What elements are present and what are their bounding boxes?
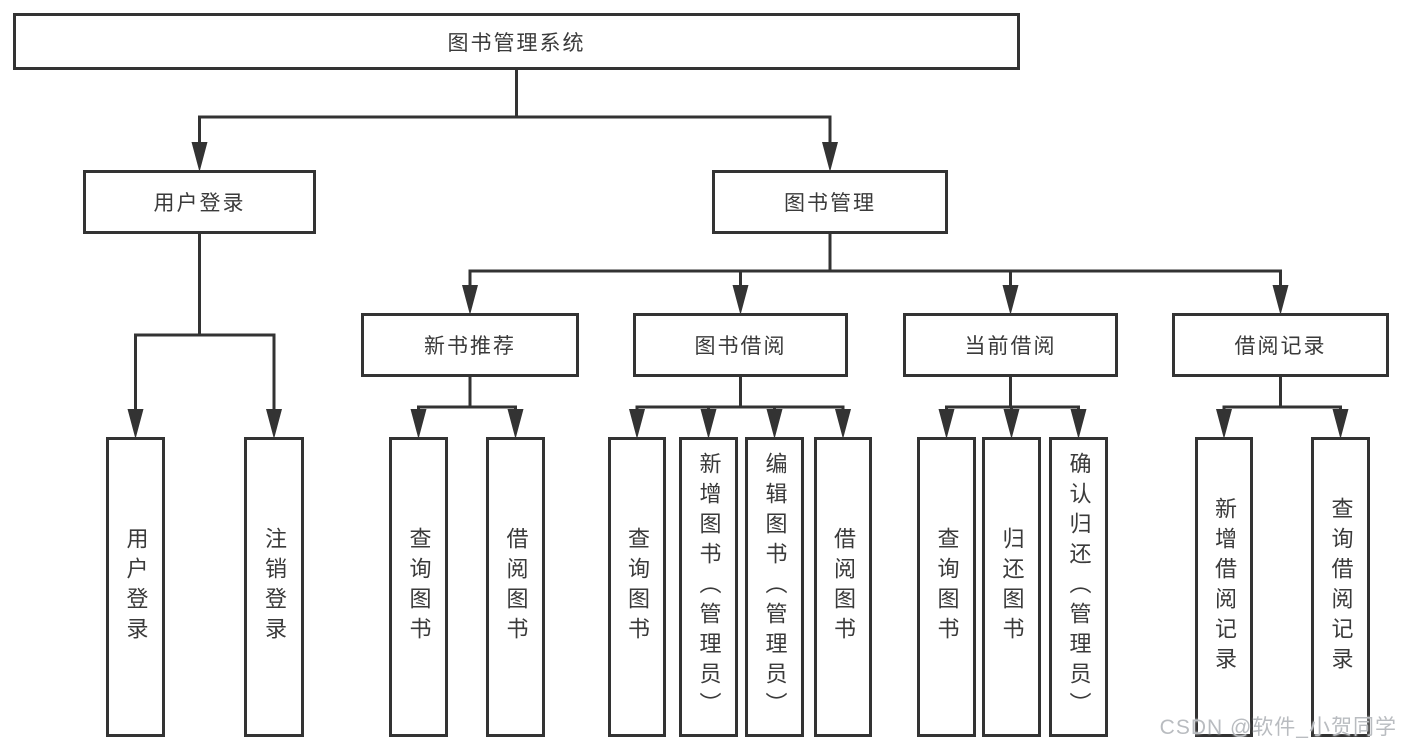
node-new-book-recommend: 新书推荐 bbox=[361, 313, 579, 377]
node-book-borrowing: 图书借阅 bbox=[633, 313, 848, 377]
node-user-login: 用户登录 bbox=[83, 170, 316, 234]
leaf-query-books-borrowing: 查询图书 bbox=[608, 437, 666, 737]
watermark: CSDN @软件_小贺同学 bbox=[1159, 716, 1397, 739]
node-book-management: 图书管理 bbox=[712, 170, 948, 234]
leaf-logout: 注销登录 bbox=[244, 437, 304, 737]
leaf-add-borrow-record: 新增借阅记录 bbox=[1195, 437, 1253, 737]
leaf-confirm-return-admin: 确认归还（管理员） bbox=[1049, 437, 1108, 737]
leaf-query-borrow-record: 查询借阅记录 bbox=[1311, 437, 1370, 737]
node-library-system: 图书管理系统 bbox=[13, 13, 1020, 70]
leaf-query-books-current: 查询图书 bbox=[917, 437, 976, 737]
leaf-borrow-books-recommend: 借阅图书 bbox=[486, 437, 545, 737]
leaf-user-login: 用户登录 bbox=[106, 437, 165, 737]
leaf-add-books-admin: 新增图书（管理员） bbox=[679, 437, 738, 737]
leaf-query-books-recommend: 查询图书 bbox=[389, 437, 448, 737]
leaf-return-books: 归还图书 bbox=[982, 437, 1041, 737]
leaf-borrow-books: 借阅图书 bbox=[814, 437, 872, 737]
node-current-borrowing: 当前借阅 bbox=[903, 313, 1118, 377]
leaf-edit-books-admin: 编辑图书（管理员） bbox=[745, 437, 804, 737]
node-borrow-records: 借阅记录 bbox=[1172, 313, 1389, 377]
